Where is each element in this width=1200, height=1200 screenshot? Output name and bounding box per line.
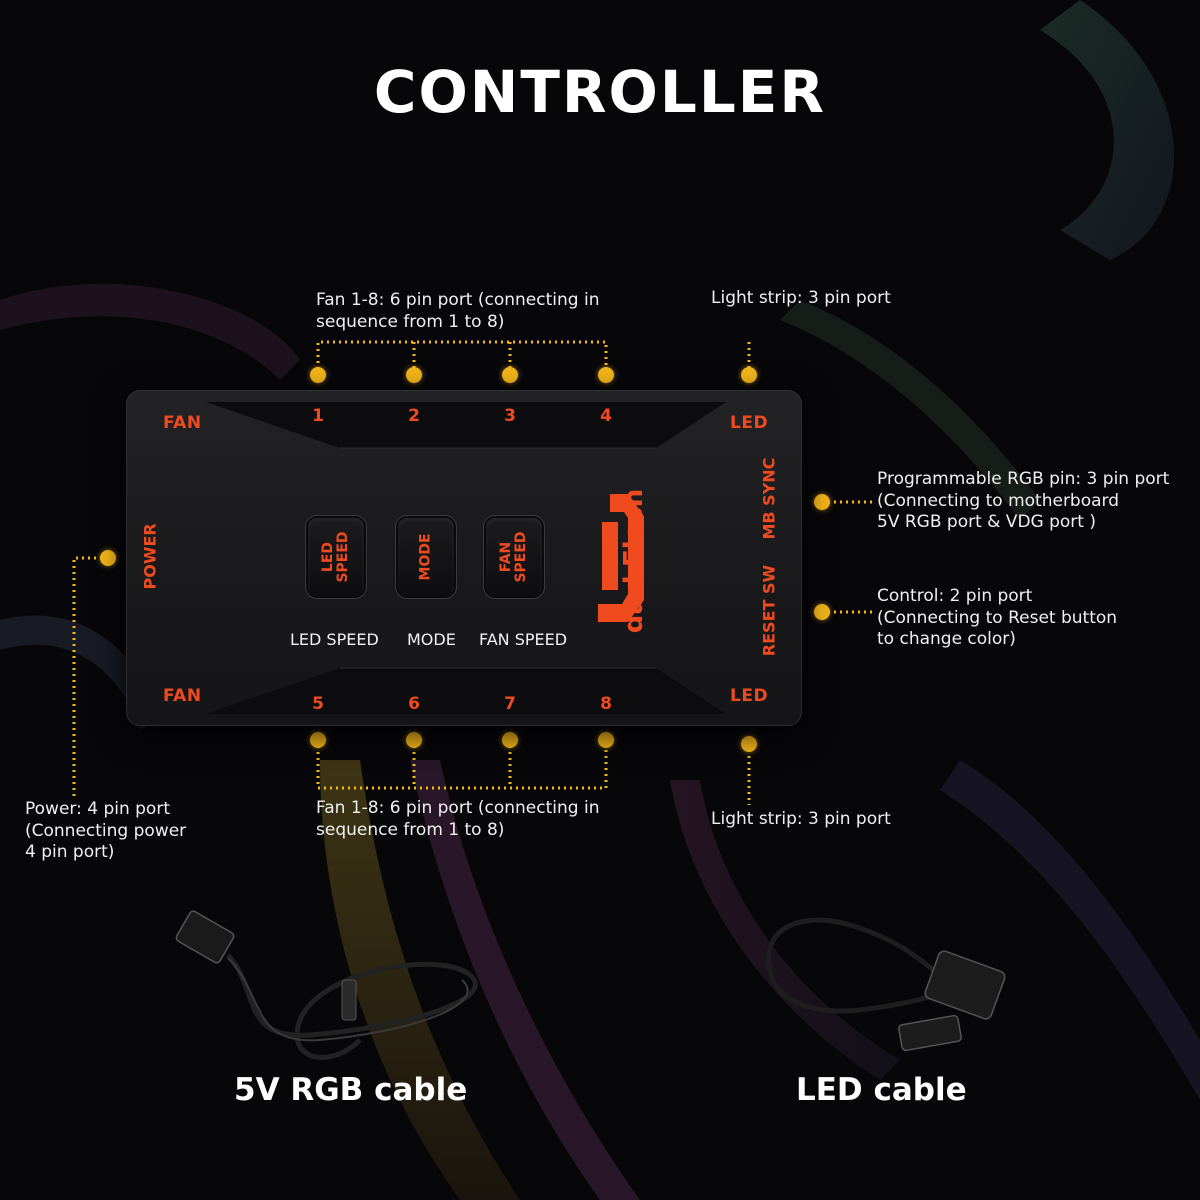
button-face-line: LED [320,541,336,573]
port-number: 7 [504,694,516,714]
annotation-line: (Connecting power [25,820,187,841]
fan-top-annotation: Fan 1-8: 6 pin port (connecting in seque… [316,290,599,333]
led-cable-label: LED cable [796,1072,967,1108]
reset-sw-label: RESET SW [759,564,779,657]
annotation-line: sequence from 1 to 8) [316,311,505,332]
fan-port-3-marker [502,367,518,383]
annotation-line: (Connecting to Reset button [877,607,1118,628]
fan-speed-button[interactable]: FAN SPEED [486,518,542,596]
fan-port-4-marker [598,367,614,383]
button-face-line: SPEED [513,531,529,583]
rgb-annotation: Programmable RGB pin: 3 pin port (Connec… [877,469,1169,534]
port-number: 8 [600,694,612,714]
led-bottom-label: LED [730,686,769,706]
port-number: 3 [504,406,516,426]
mode-caption: MODE [407,630,456,649]
light-top-annotation: Light strip: 3 pin port [711,288,891,308]
annotation-line: sequence from 1 to 8) [316,819,505,840]
annotation-line: Fan 1-8: 6 pin port (connecting in [316,798,600,818]
fan-port-8-marker [598,732,614,748]
brand-name: darkFlash [619,488,649,634]
fan-port-2-marker [406,367,422,383]
port-number: 1 [312,406,324,426]
port-number: 4 [600,406,612,426]
led-top-label: LED [730,413,769,433]
led-cable-icon [766,917,1006,1052]
port-number: 2 [408,406,420,426]
led-speed-button-face: LED SPEED [320,518,351,596]
annotation-line: Power: 4 pin port [25,799,170,819]
fan-bottom-label: FAN [163,686,202,706]
port-number: 6 [408,694,420,714]
port-number: 5 [312,694,324,714]
button-face-line: FAN [498,541,514,573]
mode-button-face: MODE [417,518,434,596]
fan-port-6-marker [406,732,422,748]
power-pin-marker [100,550,116,566]
led-bottom-marker [741,736,757,752]
led-top-marker [741,367,757,383]
button-face-line: MODE [417,533,434,581]
annotation-line: to change color) [877,629,1016,649]
control-annotation: Control: 2 pin port (Connecting to Reset… [877,586,1117,651]
annotation-line: 5V RGB port & VDG port ) [877,512,1096,532]
rgb-pin-marker [814,494,830,510]
fan-speed-caption: FAN SPEED [479,630,568,649]
mb-sync-label: MB SYNC [759,457,779,540]
annotation-line: Control: 2 pin port [877,586,1033,606]
power-annotation: Power: 4 pin port (Connecting power 4 pi… [25,799,186,864]
darkflash-logo-icon [598,494,644,622]
fan-port-7-marker [502,732,518,748]
fan-port-1-marker [310,367,326,383]
control-pin-marker [814,604,830,620]
led-speed-button[interactable]: LED SPEED [308,518,364,596]
annotation-line: 4 pin port) [25,842,115,862]
controller-hub: FAN FAN LED LED POWER MB SYNC RESET SW 1… [126,390,802,726]
led-speed-caption: LED SPEED [290,630,379,649]
fan-top-label: FAN [163,413,202,433]
annotation-line: Programmable RGB pin: 3 pin port [877,469,1170,489]
controller-surface [206,402,726,714]
fan-bottom-annotation: Fan 1-8: 6 pin port (connecting in seque… [316,798,599,841]
fan-speed-button-face: FAN SPEED [498,518,529,596]
annotation-line: (Connecting to motherboard [877,490,1120,511]
fan-port-5-marker [310,732,326,748]
mode-button[interactable]: MODE [398,518,454,596]
rgb-cable-label: 5V RGB cable [234,1072,468,1108]
rgb-cable-icon [175,910,478,1060]
light-bottom-annotation: Light strip: 3 pin port [711,809,891,829]
button-face-line: SPEED [335,531,351,583]
power-label: POWER [140,523,160,590]
page-title: CONTROLLER [373,58,827,126]
annotation-line: Fan 1-8: 6 pin port (connecting in [316,290,600,310]
